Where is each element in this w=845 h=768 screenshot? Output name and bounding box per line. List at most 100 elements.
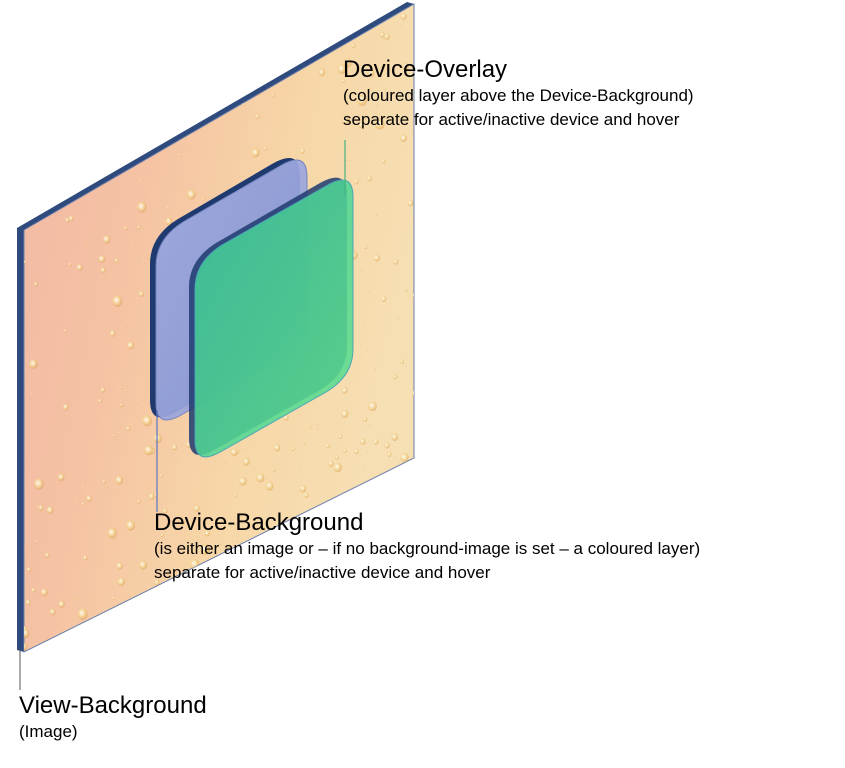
water-drop bbox=[85, 137, 88, 140]
water-drop bbox=[50, 656, 52, 658]
water-drop bbox=[54, 36, 58, 41]
water-drop bbox=[376, 118, 380, 123]
water-drop bbox=[285, 476, 288, 479]
water-drop bbox=[397, 317, 400, 320]
water-drop bbox=[24, 655, 26, 657]
water-drop bbox=[404, 288, 408, 293]
water-drop bbox=[368, 401, 377, 412]
water-drop bbox=[66, 136, 71, 141]
water-drop bbox=[344, 627, 353, 637]
water-drop bbox=[338, 501, 342, 505]
water-drop bbox=[126, 520, 136, 531]
water-drop bbox=[400, 359, 404, 364]
water-drop bbox=[266, 475, 269, 478]
water-drop bbox=[139, 179, 142, 182]
view-background-desc-1: (Image) bbox=[19, 722, 78, 741]
water-drop bbox=[136, 499, 141, 504]
water-drop bbox=[62, 119, 65, 122]
water-drop bbox=[112, 295, 123, 307]
water-drop bbox=[106, 82, 109, 86]
water-drop bbox=[154, 579, 160, 586]
water-drop bbox=[375, 480, 377, 483]
water-drop bbox=[402, 62, 409, 71]
water-drop bbox=[355, 72, 358, 75]
water-drop bbox=[296, 608, 298, 611]
water-drop bbox=[33, 88, 36, 91]
water-drop bbox=[93, 482, 96, 485]
water-drop bbox=[165, 217, 173, 226]
water-drop bbox=[145, 2, 147, 4]
water-drop bbox=[366, 628, 376, 640]
water-drop bbox=[81, 327, 83, 330]
water-drop bbox=[239, 476, 247, 486]
water-drop bbox=[98, 255, 106, 264]
device-overlay-desc-2: separate for active/inactive device and … bbox=[343, 110, 680, 129]
water-drop bbox=[378, 113, 380, 116]
water-drop bbox=[283, 66, 286, 69]
water-drop bbox=[350, 411, 353, 414]
water-drop bbox=[34, 647, 37, 651]
water-drop bbox=[256, 523, 258, 526]
water-drop bbox=[183, 649, 186, 652]
water-drop bbox=[398, 460, 400, 463]
water-drop bbox=[52, 64, 54, 67]
water-drop bbox=[394, 455, 397, 458]
water-drop bbox=[107, 4, 117, 9]
water-drop bbox=[242, 103, 245, 106]
water-drop bbox=[68, 215, 74, 222]
water-drop bbox=[77, 608, 88, 620]
water-drop bbox=[333, 462, 342, 473]
water-drop bbox=[244, 610, 247, 613]
water-drop bbox=[138, 291, 144, 297]
water-drop bbox=[155, 631, 160, 637]
water-drop bbox=[159, 473, 163, 478]
water-drop bbox=[261, 623, 263, 626]
water-drop bbox=[62, 403, 69, 411]
water-drop bbox=[409, 235, 411, 238]
water-drop bbox=[357, 95, 367, 106]
water-drop bbox=[263, 146, 268, 151]
water-drop bbox=[258, 65, 260, 68]
water-drop bbox=[65, 280, 68, 283]
water-drop bbox=[183, 51, 186, 54]
water-drop bbox=[75, 500, 78, 503]
water-drop bbox=[211, 91, 214, 94]
water-drop bbox=[341, 409, 349, 419]
water-drop bbox=[29, 153, 32, 156]
water-drop bbox=[146, 301, 149, 305]
water-drop bbox=[168, 57, 173, 63]
water-drop bbox=[368, 85, 372, 89]
water-drop bbox=[246, 597, 256, 607]
water-drop bbox=[141, 404, 144, 408]
water-drop bbox=[33, 281, 38, 287]
water-drop bbox=[80, 148, 88, 157]
water-drop bbox=[244, 1, 247, 4]
water-drop bbox=[223, 460, 226, 464]
water-drop bbox=[92, 551, 95, 555]
water-drop bbox=[360, 101, 363, 104]
water-drop bbox=[242, 457, 250, 466]
water-drop bbox=[363, 416, 368, 422]
water-drop bbox=[67, 42, 70, 45]
water-drop bbox=[393, 374, 398, 380]
water-drop bbox=[206, 0, 208, 2]
water-drop bbox=[142, 415, 153, 427]
water-drop bbox=[274, 607, 276, 610]
water-drop bbox=[277, 15, 287, 26]
water-drop bbox=[111, 629, 120, 639]
water-drop bbox=[59, 28, 61, 31]
water-drop bbox=[373, 254, 380, 262]
water-drop bbox=[223, 639, 225, 642]
water-drop bbox=[298, 643, 307, 652]
water-drop bbox=[363, 326, 366, 328]
water-drop bbox=[107, 527, 117, 539]
water-drop bbox=[375, 212, 378, 216]
water-drop bbox=[101, 419, 104, 422]
water-drop bbox=[235, 538, 239, 542]
water-drop bbox=[46, 506, 54, 514]
water-drop bbox=[285, 145, 288, 148]
water-drop bbox=[400, 134, 407, 143]
water-drop bbox=[318, 68, 326, 77]
water-drop bbox=[412, 293, 414, 298]
water-drop bbox=[251, 637, 253, 640]
